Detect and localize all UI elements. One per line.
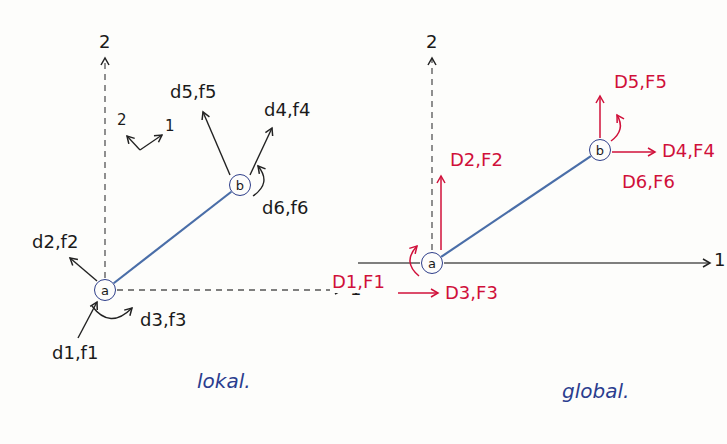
axis-label: 2 (115, 112, 129, 129)
force-arrow (78, 302, 97, 338)
axis-label: 2 (424, 32, 439, 53)
dof-label: d4,f4 (262, 100, 312, 121)
node-circle: b (589, 139, 611, 161)
beam-element (441, 156, 591, 257)
axis-line (431, 58, 432, 250)
dof-label: d5,f5 (168, 82, 218, 103)
axis-line (444, 262, 710, 263)
node-letter: b (596, 144, 604, 157)
force-arrow (440, 176, 442, 250)
force-arrow (203, 112, 230, 175)
force-arrow (599, 96, 601, 138)
force-arrow (70, 258, 97, 281)
force-arrow (612, 151, 655, 153)
axis-line (104, 58, 105, 278)
node-circle: b (229, 174, 251, 196)
caption-note: lokal. (195, 370, 253, 393)
moment-arrow (410, 246, 419, 276)
dof-label: D2,F2 (448, 150, 505, 171)
node-circle: a (421, 252, 443, 274)
axis-arrow (140, 135, 162, 150)
force-arrow (398, 292, 438, 294)
dof-label: d1,f1 (50, 343, 100, 364)
dof-label: D1,F1 (330, 272, 387, 293)
axis-label: 1 (712, 250, 727, 271)
node-letter: b (236, 179, 244, 192)
moment-arrow (611, 115, 620, 141)
axis-arrow (127, 136, 140, 150)
beam-element (114, 192, 232, 283)
axis-line (117, 289, 342, 290)
dof-label: d3,f3 (138, 310, 188, 331)
node-circle: a (94, 279, 116, 301)
dof-label: d6,f6 (260, 198, 310, 219)
node-letter: a (428, 257, 436, 270)
dof-label: d2,f2 (30, 232, 80, 253)
force-arrow (250, 128, 272, 175)
dof-label: D5,F5 (612, 72, 669, 93)
moment-arrow (253, 166, 264, 196)
caption-note: global. (560, 380, 631, 403)
axis-label: 2 (97, 32, 112, 53)
dof-label: D3,F3 (443, 283, 500, 304)
axis-label: 1 (163, 118, 177, 135)
dof-label: D6,F6 (620, 172, 677, 193)
dof-label: D4,F4 (660, 141, 717, 162)
node-letter: a (101, 284, 109, 297)
moment-arrow (92, 306, 132, 319)
